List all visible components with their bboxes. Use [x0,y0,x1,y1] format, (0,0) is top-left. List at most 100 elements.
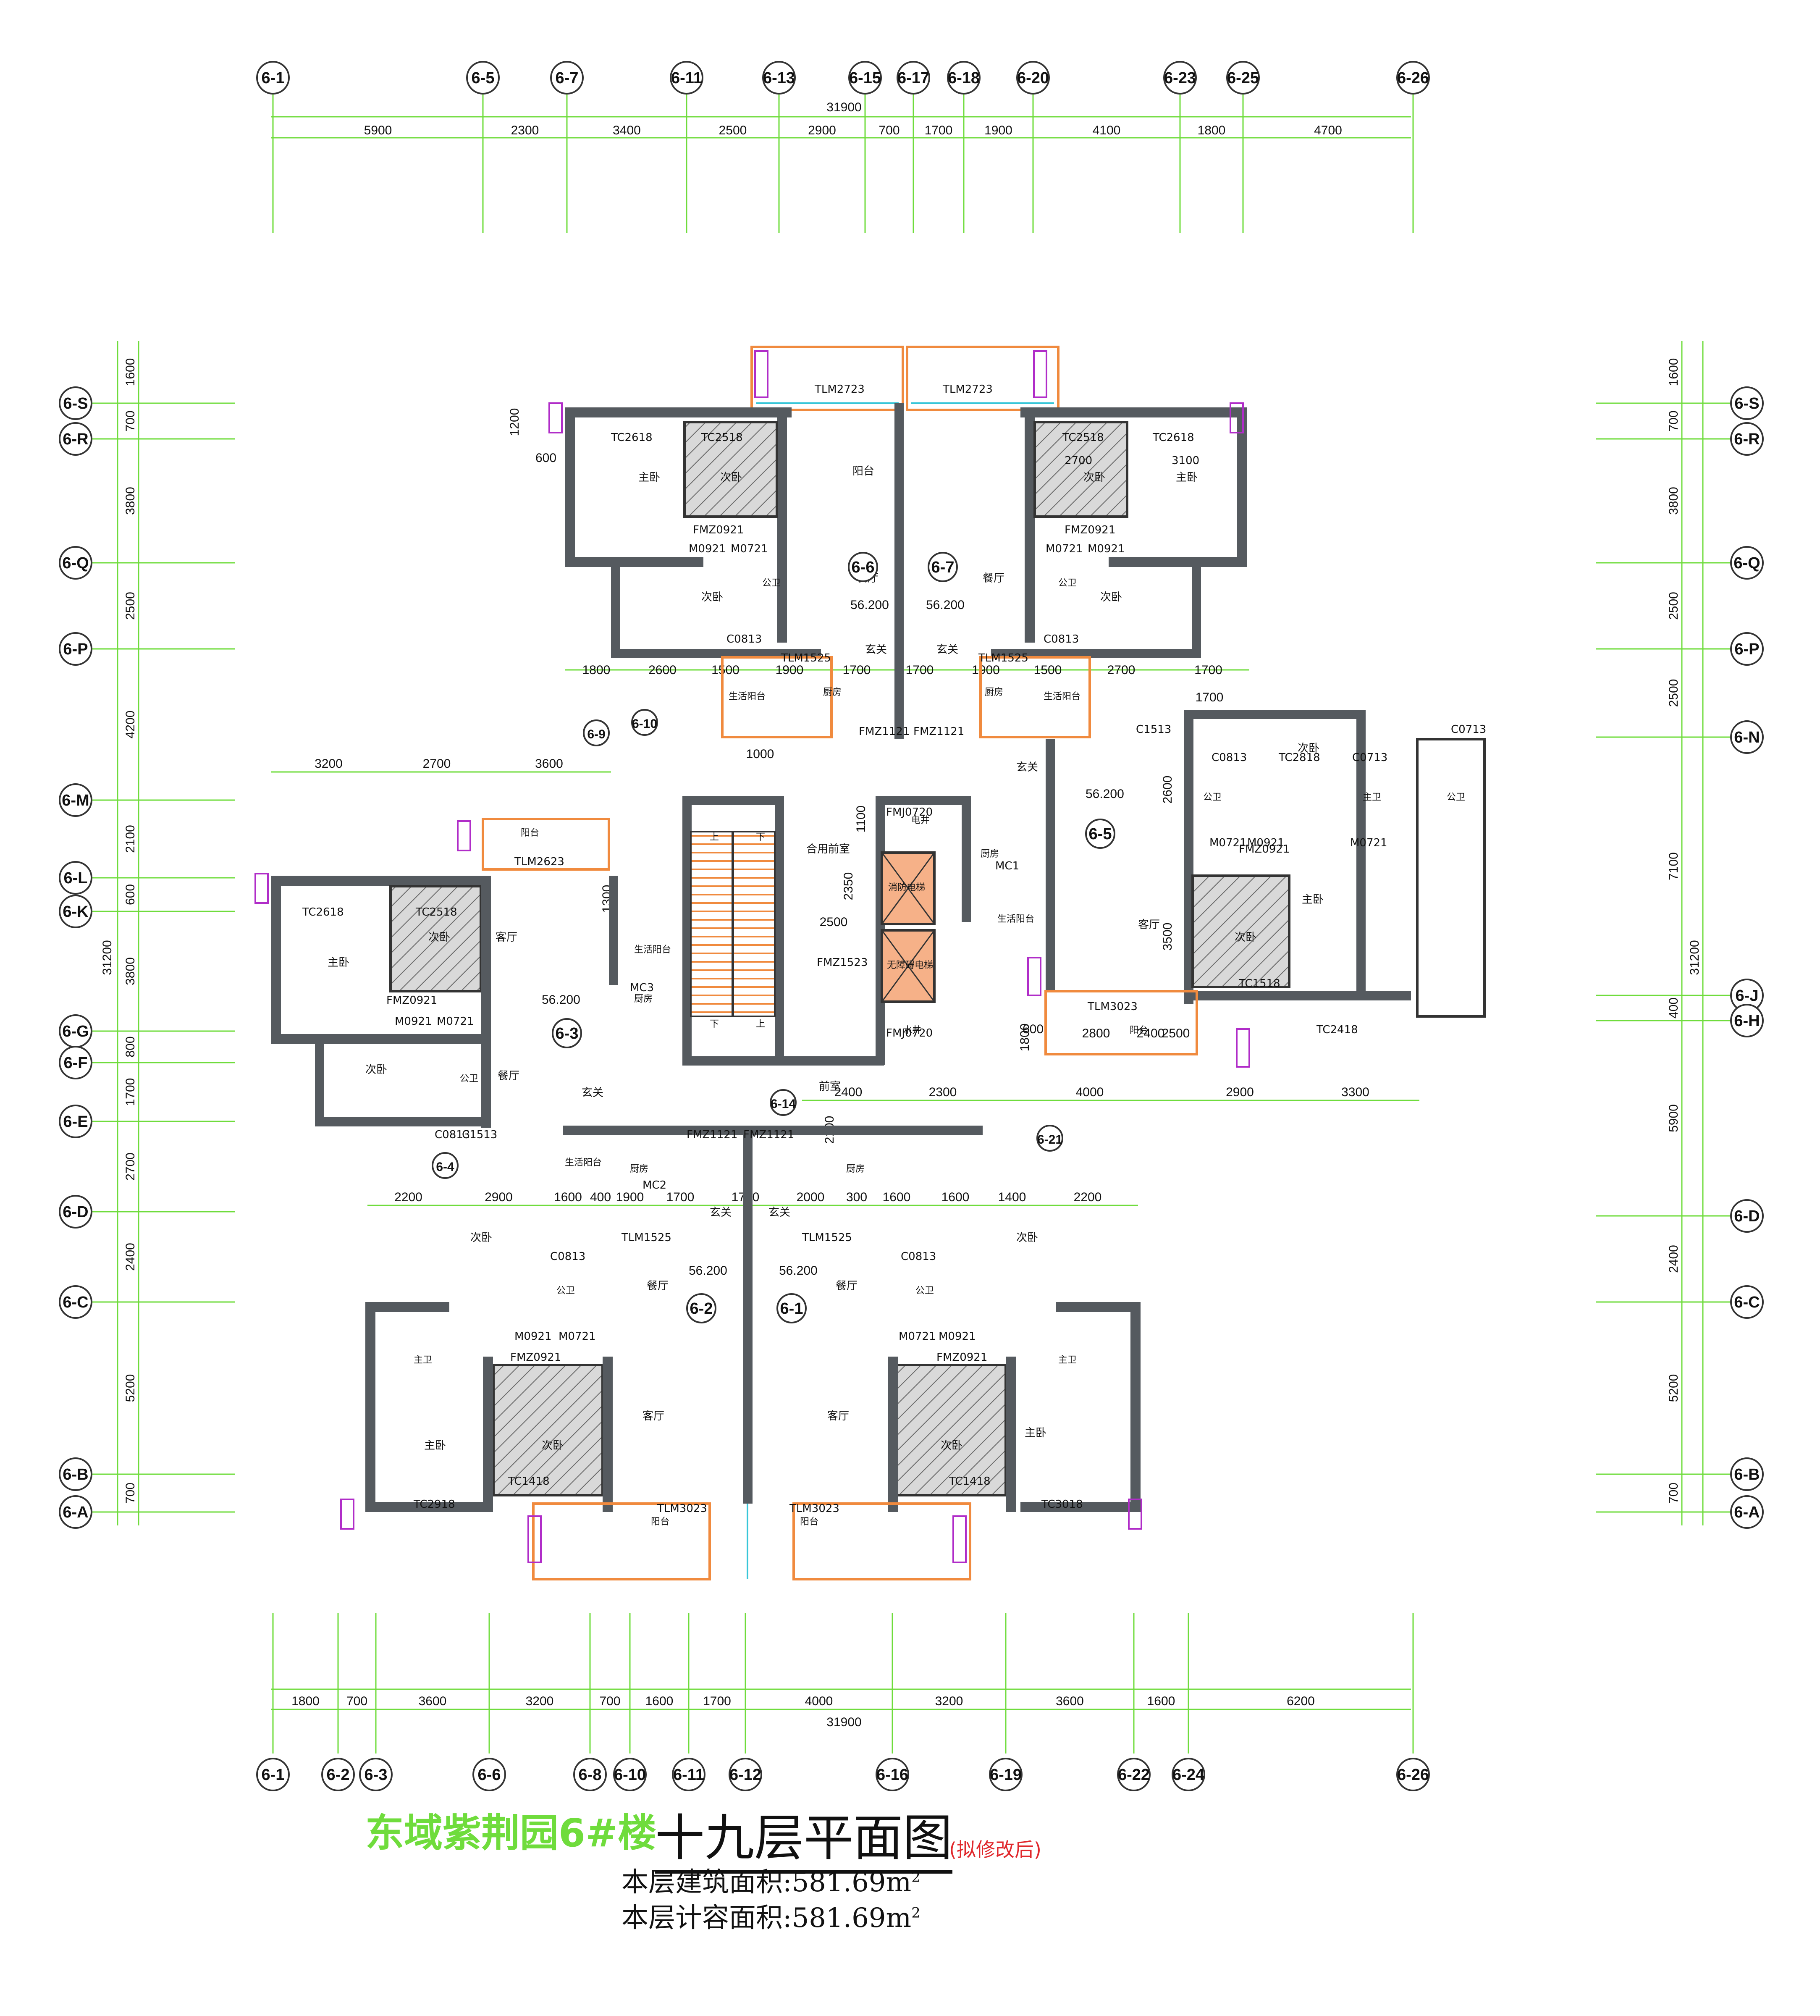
axis-label: 6-14 [771,1097,796,1111]
room-foyer: 玄关 [865,643,887,656]
opening-tags: FMZ0921 M0921 M0721 FMZ0921 M0721 M0921 … [302,383,1486,1515]
door-tag: FMZ1121 [859,725,910,738]
axis-label: 6-11 [673,1766,704,1784]
axis-bubble [59,1105,92,1138]
axis-bubble [256,1758,290,1791]
axis-bubble [1730,632,1764,666]
room-master: 主卧 [1302,893,1324,906]
dimension-label: 2200 [1074,1190,1102,1204]
axis-label: 6-P [63,640,88,658]
dimension-label: 700 [123,410,137,431]
dimension-label: 1600 [645,1694,674,1708]
axis-grid [117,116,1704,1710]
dimension-label: 2500 [1667,592,1681,620]
dimension-label: 2600 [1161,776,1175,804]
window-tag: TC2618 [611,431,653,444]
axis-bubble [1730,386,1764,420]
building-area: 本层建筑面积:581.69m2 [622,1861,920,1899]
axis-label: 6-1 [262,1766,285,1784]
dimension-label: 2500 [820,915,848,929]
dimension-label: 1700 [123,1078,137,1106]
axis-bubble [762,61,796,94]
dimension-label: 800 [123,1036,137,1057]
dimension-label: 1600 [941,1190,970,1204]
tag-other: 3100 [1172,454,1199,467]
room-dining: 餐厅 [836,1280,858,1292]
room-labels: 主卧 次卧 次卧 餐厅 玄关 阳台 主卧 次卧 次卧 餐厅 玄关 主卧 次卧 客… [328,465,1324,1452]
title-block: 东域紫荆园6#楼 十九层平面图 (拟修改后) 本层建筑面积:581.69m2 本… [365,1802,1121,1978]
dimension-label: 2500 [123,592,137,620]
dimension-label: 1600 [883,1190,911,1204]
axis-ticks [92,94,1730,1754]
dimension-label: 1700 [666,1190,695,1204]
revision-note: (拟修改后) [949,1838,1041,1861]
dimension-label: 700 [346,1694,367,1708]
axis-bubble [256,61,290,94]
axis-bubble [672,1758,705,1791]
door-tag: M0921 [514,1330,552,1343]
sliding-tag: TLM3023 [1087,1000,1138,1013]
dimension-label: 1700 [1196,690,1224,704]
room-balcony: 阳台 [521,828,539,838]
window-tag: TC1518 [1238,977,1280,990]
dimension-label: 5900 [364,123,392,137]
axis-bubble [59,386,92,420]
door-tag: M0721 [731,543,768,555]
dimension-label: 2800 [1082,1026,1110,1040]
room-master: 主卧 [424,1439,446,1452]
door-tag: MC2 [643,1179,666,1192]
room-foyer: 玄关 [768,1206,790,1219]
dimension-label: 1700 [703,1694,731,1708]
dimension-label: 2900 [485,1190,513,1204]
dimension-label: 300 [846,1190,867,1204]
axis-label: 6-H [1734,1012,1760,1030]
window-tag: C0813 [726,633,762,646]
room-second: 次卧 [1298,742,1319,755]
door-tag: FMZ0921 [386,994,437,1007]
room-elevator: 无障碍电梯 [887,960,933,971]
axis-label: 6-10 [614,1766,646,1784]
axis-bubble [876,1758,909,1791]
axis-label: 6-A [63,1504,88,1521]
dimension-label: 1500 [1034,663,1062,677]
room-second: 次卧 [542,1439,564,1452]
room-foyer: 玄关 [1016,761,1038,774]
stair-down: 下 [710,1019,719,1029]
door-tag: M0721 [437,1015,474,1028]
axis-label: 6-18 [948,69,980,87]
axis-bubble [1172,1758,1205,1791]
dimension-label: 1800 [1018,1024,1032,1052]
door-tag: M0721 [559,1330,596,1343]
axis-label: 6-R [63,430,88,448]
room-bath-master: 主卫 [1058,1355,1077,1365]
dimension-label: 1100 [854,806,868,833]
building-outline [271,346,1486,1580]
axis-label: 6-D [1734,1208,1760,1225]
capacity-area-value: 581.69m [792,1903,912,1934]
dimension-label: 1500 [711,663,740,677]
dimension-label: 700 [599,1694,620,1708]
dimension-total: 31200 [100,940,114,975]
unit-level: 56.200 [779,1264,818,1278]
dimension-label: 3800 [1667,487,1681,515]
dimension-label: 3600 [535,757,563,771]
room-kitchen: 厨房 [630,1164,648,1174]
axis-label: 6-13 [763,69,795,87]
sliding-tag: TLM2723 [942,383,993,396]
room-foyer: 玄关 [710,1206,732,1219]
room-bath-public: 公卫 [1447,792,1465,803]
axis-label: 6-6 [478,1766,501,1784]
axis-label: 6-J [1736,987,1759,1005]
axis-label: 6-4 [436,1160,454,1174]
stair-down: 下 [756,832,765,843]
window-tag: TC2618 [1152,431,1194,444]
axis-bubble [1163,61,1197,94]
axis-label: 6-9 [587,727,605,741]
room-fire-elevator: 消防电梯 [888,882,925,893]
door-tag: FMZ0921 [693,524,744,536]
dimension-label: 400 [590,1190,611,1204]
dimension-label: 2900 [1226,1085,1254,1099]
dimension-label: 2500 [1162,1026,1190,1040]
window-tag: C0813 [1212,751,1247,764]
